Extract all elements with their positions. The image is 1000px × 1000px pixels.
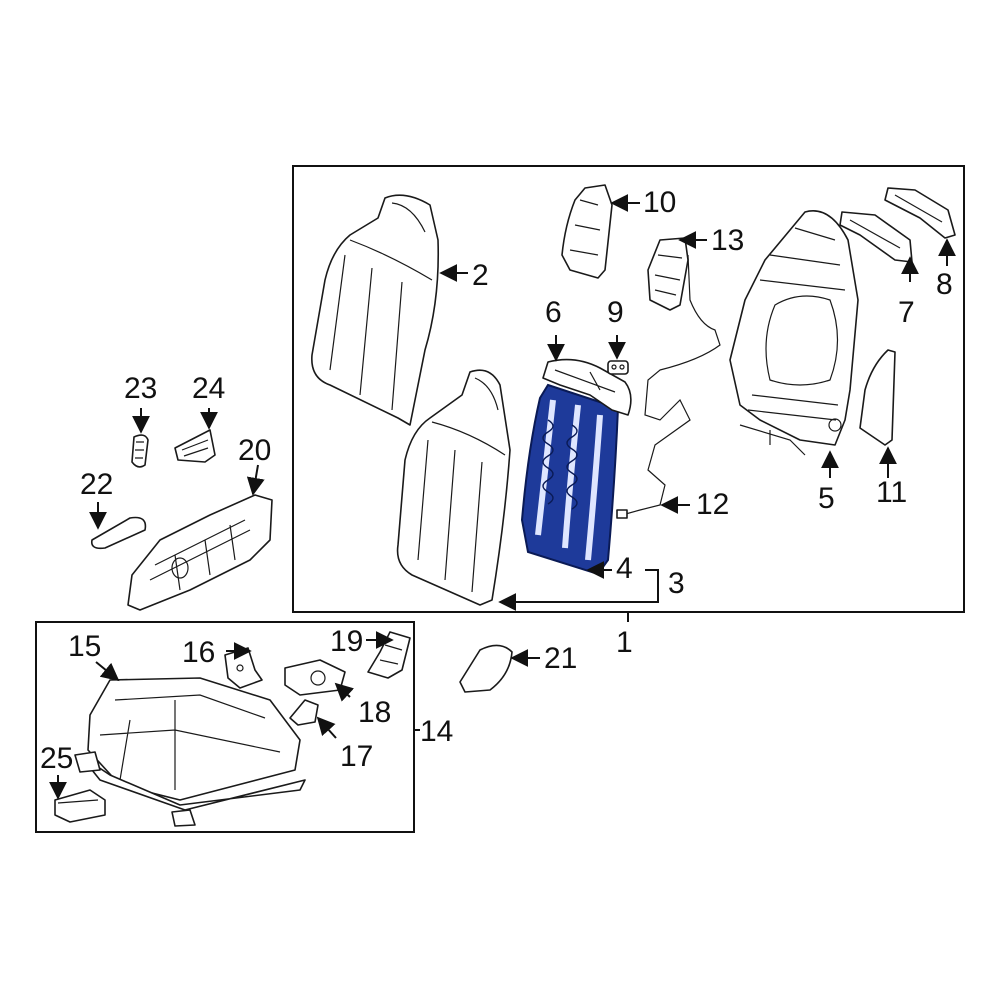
side-panel [561, 184, 613, 279]
leader-lines [49, 194, 956, 800]
top-cover-trim [884, 187, 956, 239]
lumbar-mechanism [284, 659, 346, 696]
callout-16: 16 [182, 636, 215, 669]
callout-1: 1 [616, 626, 633, 659]
callout-11: 11 [876, 476, 907, 509]
control-module [647, 237, 689, 311]
cushion-bracket [224, 647, 263, 689]
seatback-cover-front [396, 369, 511, 606]
wire-harness [616, 254, 721, 519]
seat-heater-element [520, 383, 620, 576]
callout-21: 21 [544, 642, 577, 675]
seat-cushion-assembly [74, 677, 306, 827]
callout-9: 9 [607, 296, 624, 329]
callout-25: 25 [40, 742, 73, 775]
callout-7: 7 [898, 296, 915, 329]
callout-4: 4 [616, 552, 633, 585]
recliner-handle [90, 516, 147, 550]
callout-19: 19 [330, 625, 363, 658]
callout-17: 17 [340, 740, 373, 773]
occupant-sensor-module [54, 789, 106, 823]
callout-2: 2 [472, 259, 489, 292]
callout-10: 10 [643, 186, 676, 219]
recliner-cover [459, 644, 513, 693]
seatback-frame [729, 210, 859, 456]
lever-link [289, 699, 319, 726]
callout-3: 3 [668, 567, 685, 600]
clip [607, 360, 629, 375]
side-shield [127, 494, 273, 611]
callout-6: 6 [545, 296, 562, 329]
cushion-group-box [35, 621, 415, 833]
seatback-cover-rear [311, 194, 440, 426]
callout-5: 5 [818, 482, 835, 515]
callout-20: 20 [238, 434, 271, 467]
callout-22: 22 [80, 468, 113, 501]
callout-24: 24 [192, 372, 225, 405]
callout-labels: 1 2 3 4 5 6 7 8 9 10 11 12 13 14 15 16 1… [40, 186, 953, 775]
air-duct [367, 631, 411, 679]
cap [131, 434, 149, 468]
callout-13: 13 [711, 224, 744, 257]
side-bracket [859, 349, 896, 446]
callout-14: 14 [420, 715, 453, 748]
callout-8: 8 [936, 268, 953, 301]
callout-15: 15 [68, 630, 101, 663]
switch [174, 429, 216, 463]
callout-23: 23 [124, 372, 157, 405]
callout-18: 18 [358, 696, 391, 729]
callout-12: 12 [696, 488, 729, 521]
